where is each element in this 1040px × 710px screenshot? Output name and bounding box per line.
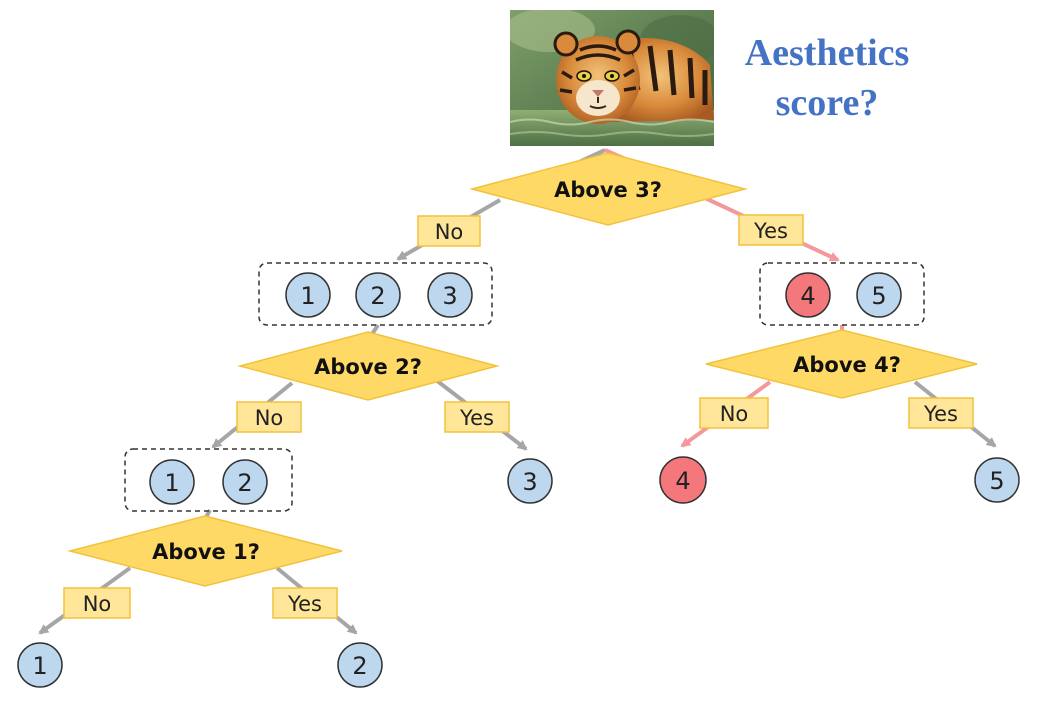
node-group45-5: 5 (856, 272, 902, 318)
label-root-no: No (417, 215, 481, 247)
group-box-12 (124, 448, 293, 512)
node-group12-1: 1 (149, 459, 195, 505)
decision-above1-text: Above 1? (152, 540, 260, 564)
node-group45-4: 4 (785, 272, 831, 318)
svg-text:1: 1 (300, 282, 315, 310)
node-group12-2: 2 (222, 459, 268, 505)
svg-text:1: 1 (32, 652, 47, 680)
node-group123-3: 3 (427, 272, 473, 318)
node-group123-2: 2 (355, 272, 401, 318)
leaf-1: 1 (17, 642, 63, 688)
leaf-2: 2 (337, 642, 383, 688)
svg-text:4: 4 (800, 282, 815, 310)
label-above2-yes: Yes (444, 401, 510, 433)
svg-text:No: No (720, 402, 749, 426)
leaf-5: 5 (974, 457, 1020, 503)
title-line-2: score? (775, 82, 879, 124)
svg-text:2: 2 (352, 652, 367, 680)
decision-above2: Above 2? (237, 331, 500, 401)
label-above4-yes: Yes (908, 397, 974, 429)
svg-text:Yes: Yes (459, 406, 494, 430)
label-above1-yes: Yes (272, 587, 338, 619)
decision-above1: Above 1? (67, 515, 343, 587)
diagram-title: Aesthetics score? (722, 28, 932, 128)
svg-text:Yes: Yes (753, 219, 788, 243)
label-above4-no: No (699, 397, 769, 429)
node-group123-1: 1 (285, 272, 331, 318)
svg-text:No: No (255, 406, 284, 430)
svg-text:3: 3 (442, 282, 457, 310)
leaf-3: 3 (507, 458, 553, 504)
svg-text:1: 1 (164, 469, 179, 497)
svg-text:5: 5 (871, 282, 886, 310)
decision-above4-text: Above 4? (793, 353, 901, 377)
decision-above4: Above 4? (705, 329, 978, 399)
decision-root: Above 3? (469, 152, 748, 226)
label-above2-no: No (236, 401, 302, 433)
decision-above2-text: Above 2? (314, 355, 422, 379)
group-box-123 (258, 262, 493, 326)
decision-root-text: Above 3? (554, 178, 662, 202)
leaf-4: 4 (659, 456, 707, 504)
svg-text:3: 3 (522, 468, 537, 496)
svg-text:2: 2 (370, 282, 385, 310)
label-root-yes: Yes (738, 214, 804, 246)
svg-text:Yes: Yes (923, 402, 958, 426)
svg-text:5: 5 (989, 467, 1004, 495)
tiger-photo (505, 8, 720, 146)
label-above1-no: No (63, 587, 131, 619)
title-line-1: Aesthetics (744, 32, 910, 74)
svg-text:No: No (83, 592, 112, 616)
svg-text:4: 4 (675, 467, 690, 495)
svg-text:No: No (435, 220, 464, 244)
svg-text:Yes: Yes (287, 592, 322, 616)
svg-text:2: 2 (237, 469, 252, 497)
group-box-45 (759, 262, 925, 326)
